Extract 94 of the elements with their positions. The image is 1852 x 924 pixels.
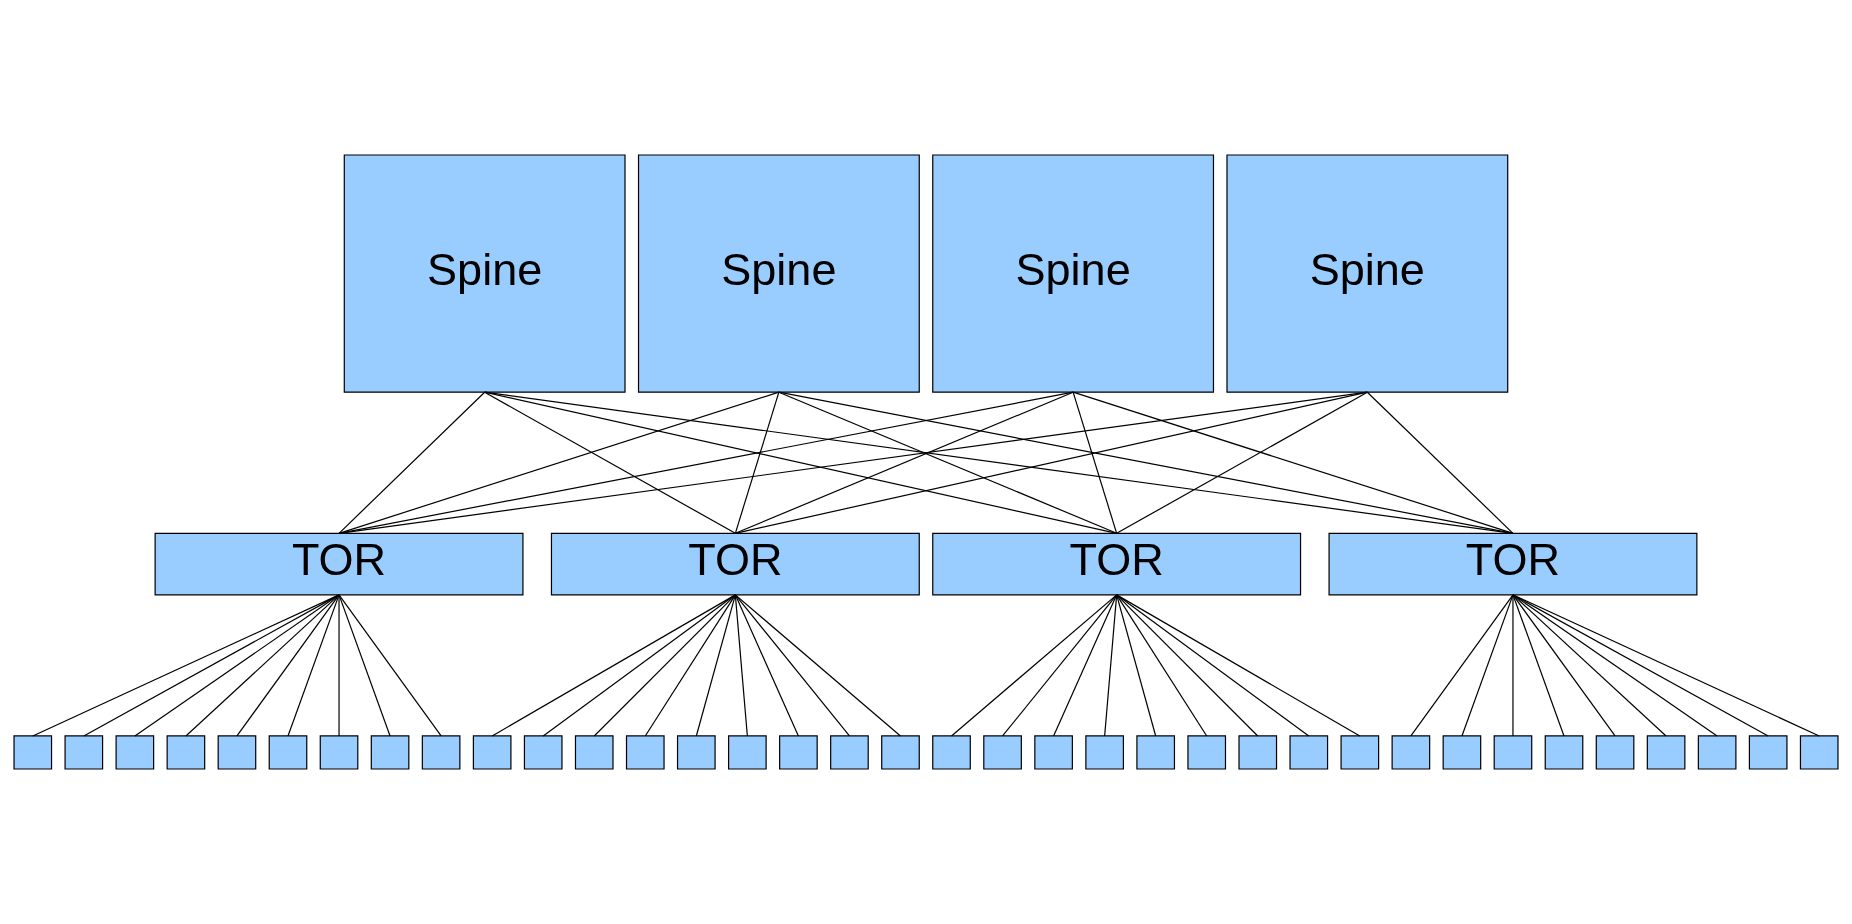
connector xyxy=(1512,594,1667,737)
connector xyxy=(695,594,736,737)
node-box xyxy=(319,735,359,770)
connector xyxy=(1512,594,1718,737)
connector xyxy=(734,594,748,737)
node-box xyxy=(523,735,563,770)
connector xyxy=(287,594,340,737)
node-box xyxy=(1187,735,1227,770)
node-box xyxy=(13,735,53,770)
connector xyxy=(338,594,340,737)
connector xyxy=(185,594,340,737)
node-box: Spine xyxy=(1226,154,1509,393)
node-box xyxy=(64,735,104,770)
node-box xyxy=(268,735,308,770)
connector xyxy=(1366,391,1514,534)
connector xyxy=(491,594,736,737)
node-box xyxy=(574,735,614,770)
node-box xyxy=(728,735,767,770)
node-box xyxy=(1493,735,1533,770)
node-box: TOR xyxy=(932,532,1302,596)
connector xyxy=(484,391,1514,534)
node-box xyxy=(830,735,869,770)
connector xyxy=(734,594,799,737)
connector xyxy=(734,391,780,534)
node-box xyxy=(1595,735,1635,770)
connector xyxy=(32,594,340,737)
node-box: TOR xyxy=(550,532,920,596)
connector xyxy=(484,391,736,534)
node-box xyxy=(1544,735,1584,770)
node-box xyxy=(472,735,512,770)
connector xyxy=(542,594,736,737)
connector xyxy=(338,594,391,737)
connector xyxy=(1410,594,1514,737)
connector xyxy=(778,391,1118,534)
connector xyxy=(1512,594,1565,737)
connector xyxy=(1072,391,1514,534)
node-box: TOR xyxy=(154,532,524,596)
connector xyxy=(1053,594,1118,737)
node-box xyxy=(932,735,971,770)
node-box xyxy=(217,735,257,770)
connector xyxy=(1512,594,1820,737)
connector xyxy=(734,594,851,737)
connector xyxy=(338,594,442,737)
connector xyxy=(1512,594,1769,737)
connector xyxy=(338,391,486,534)
connector xyxy=(1512,594,1616,737)
connector xyxy=(338,391,1074,534)
connector xyxy=(1104,594,1118,737)
connector xyxy=(644,594,736,737)
connector xyxy=(1001,594,1118,737)
connector xyxy=(778,391,1514,534)
node-box xyxy=(1340,735,1380,770)
connector xyxy=(1116,594,1157,737)
node-box xyxy=(421,735,461,770)
connector xyxy=(734,391,1368,534)
node-box xyxy=(1238,735,1278,770)
node-box: Spine xyxy=(343,154,626,393)
node-box xyxy=(1799,735,1839,770)
connector xyxy=(1116,594,1361,737)
connector xyxy=(338,391,780,534)
connector xyxy=(134,594,340,737)
connector xyxy=(1116,594,1259,737)
connector xyxy=(1116,594,1310,737)
connector xyxy=(1512,594,1514,737)
node-box xyxy=(1697,735,1737,770)
connector xyxy=(484,391,1118,534)
node-box xyxy=(625,735,665,770)
node-box xyxy=(983,735,1022,770)
node-box xyxy=(1085,735,1124,770)
node-box xyxy=(115,735,155,770)
node-box xyxy=(1289,735,1329,770)
node-box xyxy=(1748,735,1788,770)
node-box xyxy=(166,735,206,770)
node-box: TOR xyxy=(1328,532,1698,596)
node-box xyxy=(1442,735,1482,770)
connector xyxy=(236,594,340,737)
node-box xyxy=(1034,735,1073,770)
node-box xyxy=(1391,735,1431,770)
node-box: Spine xyxy=(932,154,1215,393)
node-box xyxy=(370,735,410,770)
connector xyxy=(338,391,1368,534)
node-box: Spine xyxy=(637,154,920,393)
node-box xyxy=(881,735,920,770)
node-box xyxy=(779,735,818,770)
node-box xyxy=(1646,735,1686,770)
connector xyxy=(593,594,736,737)
connector xyxy=(1116,391,1368,534)
connector xyxy=(1461,594,1514,737)
node-box xyxy=(1136,735,1176,770)
connector xyxy=(1072,391,1118,534)
connector xyxy=(83,594,340,737)
node-box xyxy=(676,735,716,770)
connector xyxy=(1116,594,1208,737)
connector xyxy=(734,391,1074,534)
